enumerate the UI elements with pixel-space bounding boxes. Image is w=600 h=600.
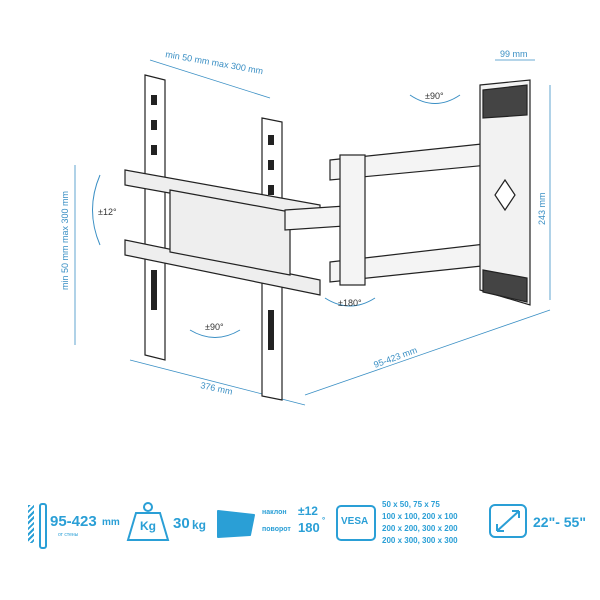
tilt-swivel-icon <box>217 510 255 538</box>
cross-bars <box>124 169 321 296</box>
wall-icon <box>28 505 34 543</box>
mount-drawing: min 50 mm max 300 mm min 50 mm max 300 m… <box>60 49 551 406</box>
angle-tilt: ±12° <box>98 207 117 217</box>
weight-value: 30 <box>173 515 190 532</box>
vesa-size: 200 x 300, 300 x 300 <box>382 536 458 545</box>
dim-plate-spacing-v: min 50 mm max 300 mm <box>60 191 70 290</box>
dim-wall-plate-height: 243 mm <box>537 192 547 225</box>
vesa-sizes: 50 x 50, 75 x 75 100 x 100, 200 x 100 20… <box>382 499 458 547</box>
dim-extension: 95-423 mm <box>372 345 418 370</box>
tilt-value: ±12 <box>298 504 318 518</box>
angle-plate-rotate: ±90° <box>205 322 224 332</box>
distance-unit: mm <box>102 517 120 528</box>
dim-plate-spacing-h: min 50 mm max 300 mm <box>165 49 264 76</box>
wall-plate <box>479 79 531 306</box>
slots <box>151 95 274 350</box>
swivel-value: 180 <box>298 520 320 535</box>
diagonal-icon <box>489 504 527 538</box>
dim-width: 376 mm <box>200 380 234 397</box>
distance-value: 95-423 <box>50 513 97 530</box>
weight-icon <box>126 502 170 541</box>
dimension-lines <box>74 59 551 406</box>
angle-arrows <box>92 94 461 338</box>
distance-note: от стены <box>58 532 79 538</box>
arm <box>284 139 521 286</box>
angle-wall-swivel: ±90° <box>425 91 444 101</box>
vesa-label: VESA <box>341 516 369 527</box>
plate-profile-icon <box>39 503 47 549</box>
tilt-label: наклон <box>262 509 287 516</box>
dim-wall-plate-depth: 99 mm <box>500 49 528 59</box>
vesa-icon <box>336 505 376 541</box>
weight-icon-label: Kg <box>140 519 156 533</box>
swivel-label: поворот <box>262 526 291 533</box>
degree-sign: ° <box>322 516 326 525</box>
vesa-size: 200 x 200, 300 x 200 <box>382 524 458 533</box>
vesa-size: 100 x 100, 200 x 100 <box>382 512 458 521</box>
angle-arm-swivel: ±180° <box>338 298 362 308</box>
screen-size: 22"- 55" <box>533 514 586 530</box>
vesa-size: 50 x 50, 75 x 75 <box>382 500 440 509</box>
weight-unit: kg <box>192 518 207 532</box>
